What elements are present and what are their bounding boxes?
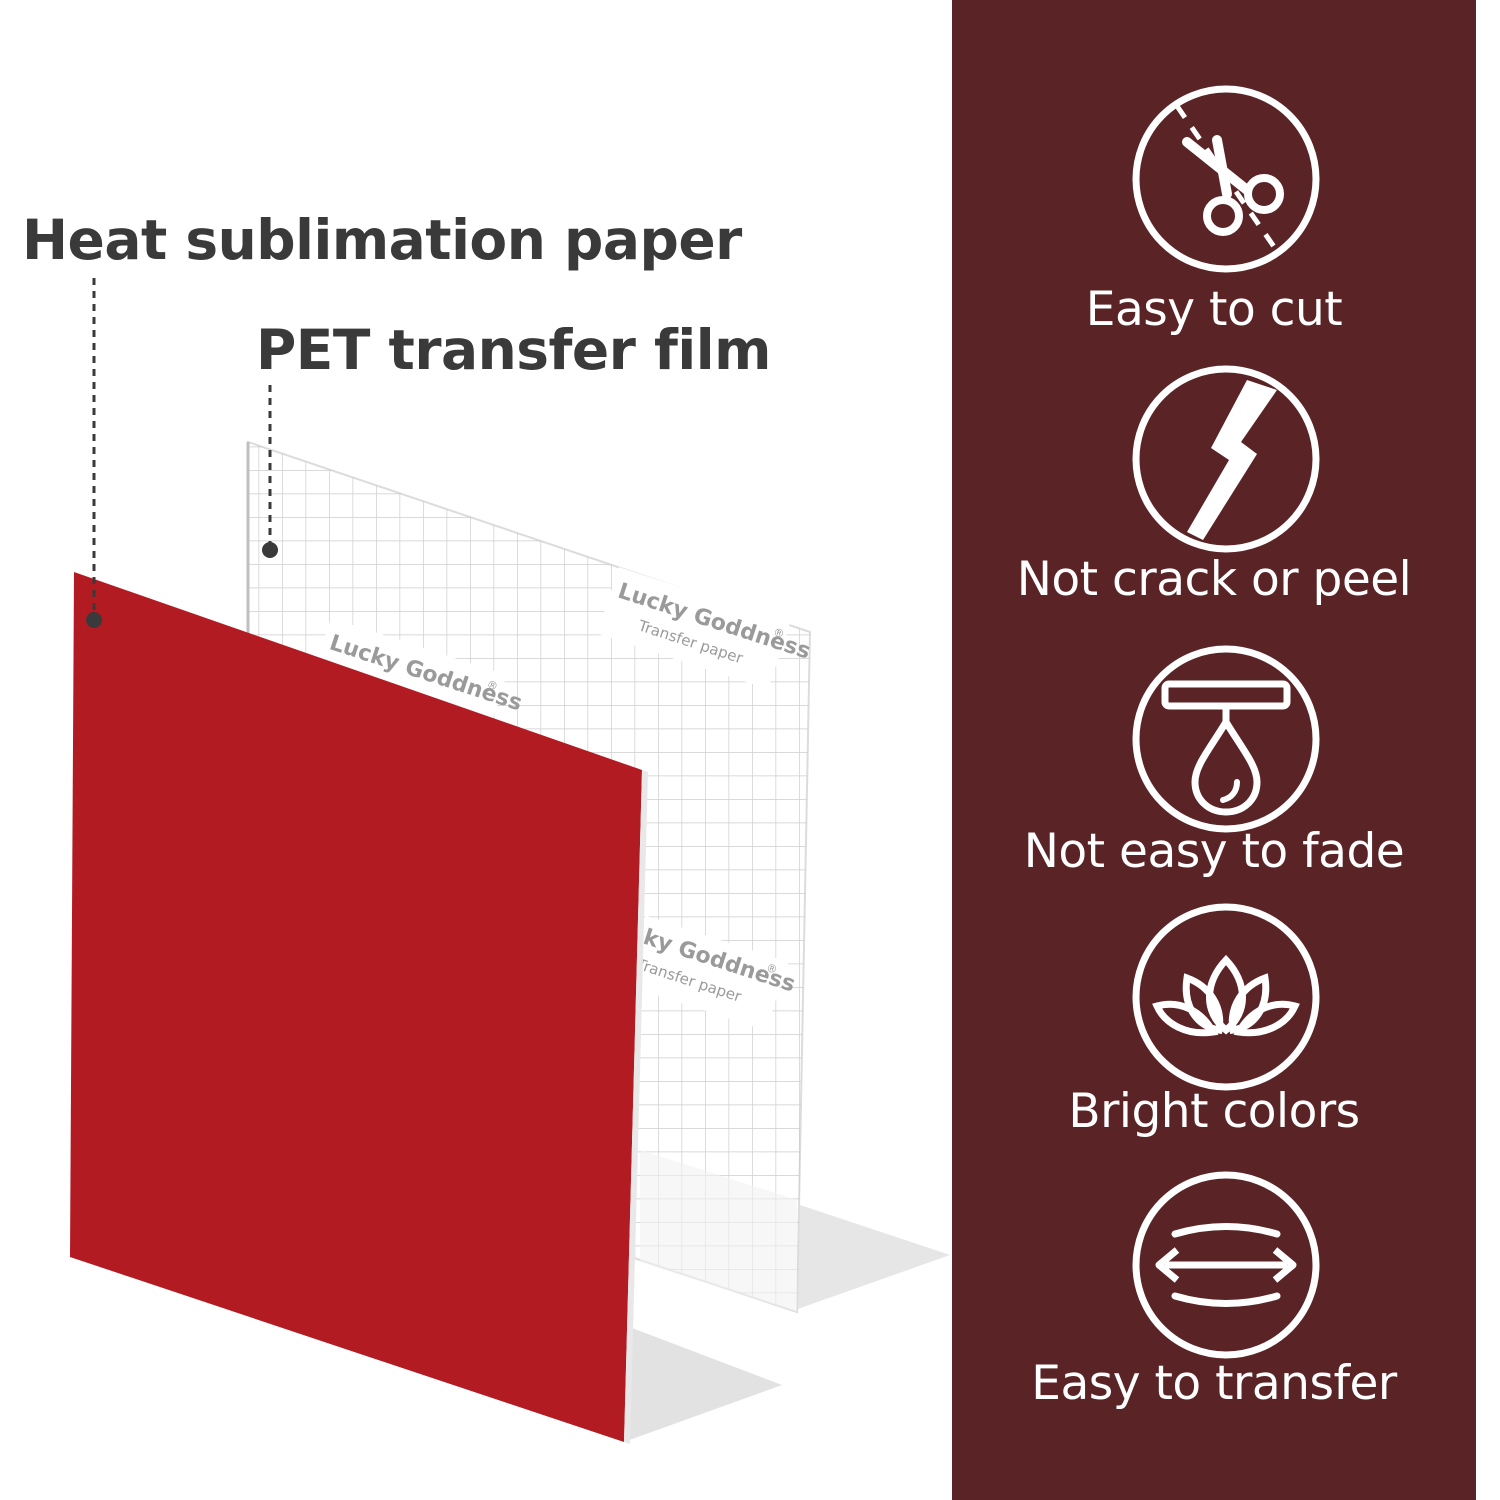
features-panel: Easy to cut Not crack or peel Not easy t… <box>952 0 1476 1500</box>
pet-film-dot <box>262 542 278 558</box>
lotus-petals-icon <box>1132 903 1320 1091</box>
crack-icon <box>1132 365 1320 553</box>
product-scene: Lucky Goddness ® Transfer paper Lucky Go… <box>70 278 950 1444</box>
stretch-arrows-icon <box>1132 1171 1320 1359</box>
heat-sublimation-paper <box>70 572 648 1444</box>
feature-label: Bright colors <box>1068 1084 1360 1139</box>
heat-paper-dot <box>86 612 102 628</box>
heat-sublimation-paper-label: Heat sublimation paper <box>22 208 742 272</box>
svg-text:®: ® <box>485 678 499 694</box>
product-illustration: Lucky Goddness ® Transfer paper Lucky Go… <box>22 208 950 1444</box>
paper-shadow <box>624 1325 782 1442</box>
scissors-icon <box>1132 85 1320 273</box>
feature-label: Not crack or peel <box>1016 552 1412 607</box>
ink-drop-icon <box>1132 645 1320 833</box>
svg-text:®: ® <box>772 625 786 641</box>
feature-label: Easy to cut <box>1085 282 1343 337</box>
feature-label: Easy to transfer <box>1031 1356 1397 1411</box>
svg-text:®: ® <box>765 961 779 977</box>
pet-transfer-film-label: PET transfer film <box>256 318 771 382</box>
feature-label: Not easy to fade <box>1023 824 1405 879</box>
film-shadow <box>795 1205 950 1310</box>
